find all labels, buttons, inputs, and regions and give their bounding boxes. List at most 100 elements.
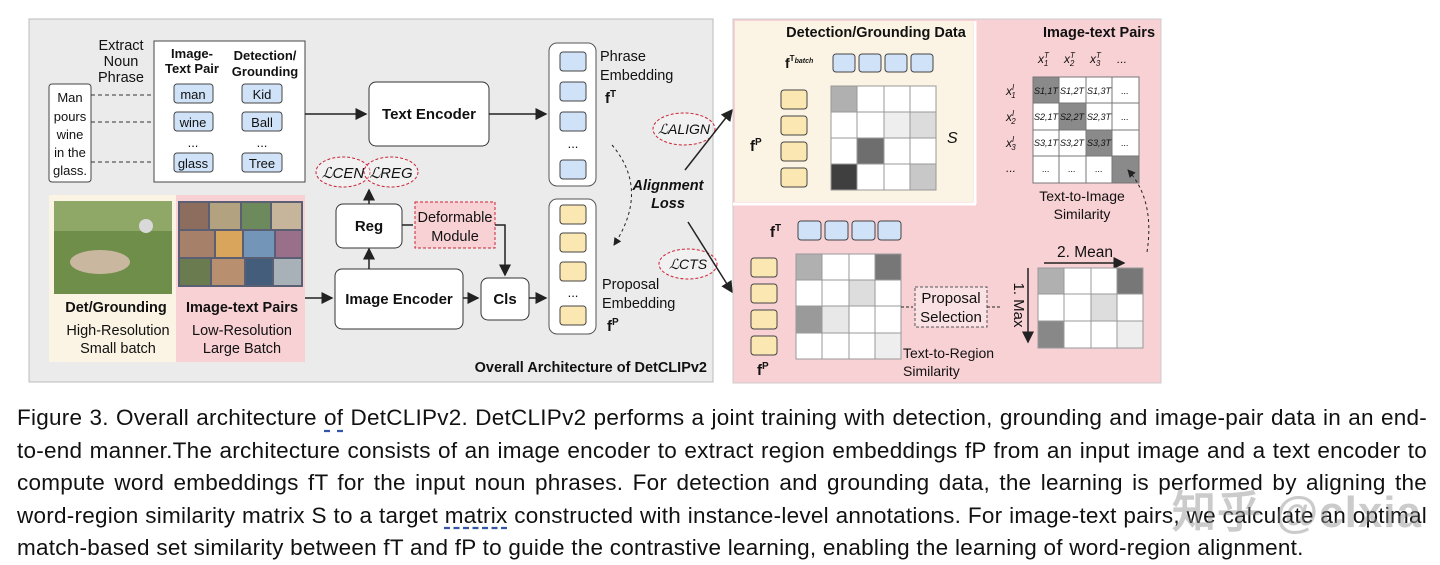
- align-loss-1: Alignment: [632, 178, 705, 194]
- sentence-word-5: glass.: [53, 163, 87, 178]
- phrase-emb-dots: ...: [568, 136, 579, 151]
- proposal-selection-1: Proposal: [921, 290, 980, 307]
- class-ball: Ball: [251, 115, 273, 130]
- class-kid: Kid: [253, 87, 272, 102]
- svg-text:xT2: xT2: [1063, 51, 1076, 68]
- loss-reg: ℒREG: [369, 165, 413, 182]
- overall-caption: Overall Architecture of DetCLIPv2: [475, 360, 707, 376]
- proposal-selection-2: Selection: [920, 309, 982, 326]
- proposal-emb-label-1: Proposal: [602, 277, 659, 293]
- architecture-figure: Extract Noun Phrase Man pours wine in th…: [28, 18, 1162, 384]
- loss-align: ℒALIGN: [658, 121, 711, 137]
- pairs-image-collage: [178, 201, 303, 287]
- phrase-man: man: [180, 87, 205, 102]
- svg-text:xI3: xI3: [1005, 135, 1016, 152]
- watermark: 知乎 @clxia: [1172, 488, 1422, 537]
- caption-part-1: Figure 3. Overall architecture: [17, 405, 325, 430]
- sentence-word-4: in the: [54, 145, 86, 160]
- det-sub-2: Small batch: [80, 341, 156, 357]
- t2r-label-1: Text-to-Region: [903, 345, 994, 361]
- fp-column-top: [780, 89, 808, 188]
- proposal-emb-label-2: Embedding: [602, 296, 675, 312]
- deformable-label-2: Module: [431, 229, 479, 245]
- svg-text:xT1: xT1: [1037, 51, 1050, 68]
- svg-text:...: ...: [1095, 164, 1103, 174]
- col-image-text-2: Text Pair: [165, 61, 219, 76]
- figure-caption: Figure 3. Overall architecture of DetCLI…: [17, 402, 1427, 565]
- caption-link-matrix[interactable]: matrix: [444, 502, 508, 528]
- extract-label-3: Phrase: [98, 70, 144, 86]
- svg-text:S3,1T: S3,1T: [1034, 138, 1060, 148]
- pairs-title: Image-text Pairs: [186, 300, 298, 316]
- ft-label-bottom: fT: [770, 223, 781, 241]
- image-encoder-box: [334, 268, 464, 330]
- text-encoder-label: Text Encoder: [382, 106, 476, 123]
- sentence-box: [48, 83, 92, 183]
- svg-text:...: ...: [1117, 52, 1127, 66]
- class-tree: Tree: [249, 156, 275, 171]
- svg-text:S2,2T: S2,2T: [1060, 112, 1086, 122]
- caption-link-of[interactable]: of: [324, 405, 344, 430]
- phrase-wine: wine: [179, 115, 207, 130]
- loss-cen: ℒCEN: [322, 165, 365, 182]
- text-to-region-grid: [795, 253, 902, 360]
- phrase-emb-ft: fT: [605, 89, 616, 107]
- svg-text:xI2: xI2: [1005, 109, 1016, 126]
- cls-box: [480, 277, 530, 321]
- t2i-label-1: Text-to-Image: [1039, 188, 1125, 204]
- col-image-text-1: Image-: [171, 46, 213, 61]
- phrase-glass: glass: [178, 156, 209, 171]
- svg-text:S2,1T: S2,1T: [1034, 112, 1060, 122]
- t2i-label-2: Similarity: [1054, 206, 1111, 222]
- target-matrix-s: [830, 85, 937, 191]
- s-label: S: [947, 130, 958, 147]
- det-title: Det/Grounding: [65, 300, 167, 316]
- phrase-emb-label-2: Embedding: [600, 68, 673, 84]
- col-detection-1: Detection/: [234, 48, 297, 63]
- svg-text:...: ...: [1121, 138, 1129, 148]
- ft-batch-row: [832, 53, 934, 73]
- svg-text:...: ...: [1042, 164, 1050, 174]
- svg-text:...: ...: [1121, 86, 1129, 96]
- sentence-word-3: wine: [56, 127, 84, 142]
- col-detection-2: Grounding: [232, 64, 298, 79]
- align-loss-2: Loss: [651, 196, 685, 212]
- phrase-dots: ...: [188, 135, 199, 150]
- pairs-sub-2: Large Batch: [203, 341, 281, 357]
- caption-part-3: constructed with instance-level annotati…: [17, 502, 1427, 561]
- reg-label: Reg: [355, 218, 383, 235]
- deformable-label-1: Deformable: [418, 210, 493, 226]
- svg-text:S3,3T: S3,3T: [1087, 138, 1113, 148]
- svg-text:...: ...: [1121, 112, 1129, 122]
- extract-label-1: Extract: [98, 38, 143, 54]
- deformable-box: [414, 201, 496, 249]
- t2r-label-2: Similarity: [903, 363, 960, 379]
- ft-row-bottom: [797, 220, 902, 241]
- pairs-right-title: Image-text Pairs: [1043, 25, 1155, 41]
- caption-part-2: DetCLIPv2. DetCLIPv2 performs a joint tr…: [17, 405, 1427, 528]
- svg-text:S1,2T: S1,2T: [1060, 86, 1086, 96]
- proposal-emb-dots: ...: [568, 285, 579, 300]
- svg-text:...: ...: [1068, 164, 1076, 174]
- loss-cts: ℒCTS: [669, 256, 708, 272]
- cls-label: Cls: [493, 291, 516, 308]
- similarity-grid: [1032, 76, 1140, 184]
- svg-text:S1,3T: S1,3T: [1087, 86, 1113, 96]
- pairs-sub-1: Low-Resolution: [192, 323, 292, 339]
- extract-label-2: Noun: [104, 54, 139, 70]
- fp-column-bottom: [750, 257, 778, 356]
- sentence-word-2: pours: [54, 109, 87, 124]
- max-mean-grid: [1037, 267, 1144, 349]
- svg-text:...: ...: [1006, 161, 1016, 175]
- mean-label: 2. Mean: [1057, 244, 1113, 261]
- similarity-cell-labels: S1,1T S1,2T S1,3T ... S2,1T S2,2T S2,3T …: [1034, 86, 1129, 174]
- svg-text:S1,1T: S1,1T: [1034, 86, 1060, 96]
- svg-text:S2,3T: S2,3T: [1087, 112, 1113, 122]
- det-sub-1: High-Resolution: [66, 323, 169, 339]
- svg-text:xT3: xT3: [1089, 51, 1102, 68]
- svg-text:xI1: xI1: [1005, 83, 1016, 100]
- sentence-word-1: Man: [57, 90, 82, 105]
- image-encoder-label: Image Encoder: [345, 291, 453, 308]
